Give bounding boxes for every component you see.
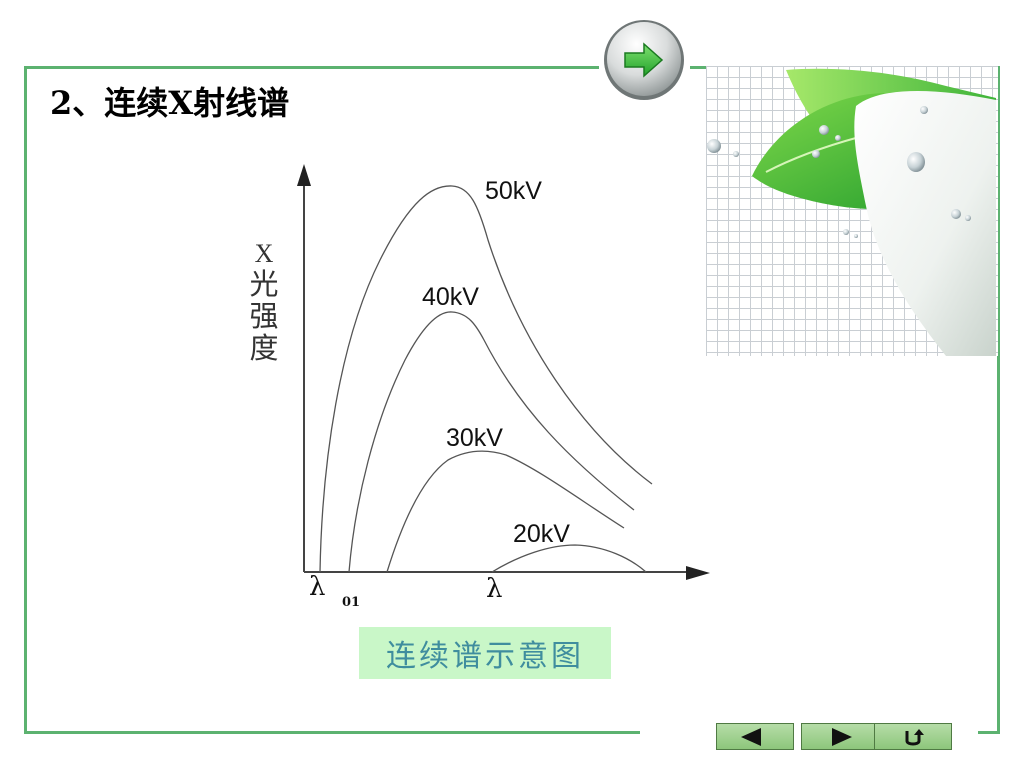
frame-top-left bbox=[24, 66, 599, 69]
green-arrow-right-icon bbox=[604, 20, 684, 100]
caption-box: 连续谱示意图 bbox=[359, 627, 611, 679]
curve-40kv bbox=[348, 311, 635, 573]
return-u-arrow-icon bbox=[905, 728, 924, 745]
x-axis-arrow-icon bbox=[686, 566, 710, 580]
series-label-50kv: 50kV bbox=[485, 177, 542, 205]
next-button[interactable] bbox=[801, 723, 879, 750]
x-label-lambda: λ bbox=[486, 574, 502, 604]
y-axis-label-char-4: 度 bbox=[249, 331, 278, 365]
frame-right bbox=[997, 66, 1000, 734]
curve-20kv bbox=[491, 544, 647, 573]
frame-bottom-right bbox=[978, 731, 1000, 734]
series-label-40kv: 40kV bbox=[422, 283, 479, 311]
series-label-20kv: 20kV bbox=[513, 520, 570, 548]
decorative-grid-panel bbox=[706, 66, 998, 356]
frame-left bbox=[24, 66, 27, 734]
curve-30kv bbox=[386, 450, 625, 573]
y-axis-label-char-2: 光 bbox=[249, 267, 278, 301]
x-label-lambda0: λ bbox=[309, 572, 325, 602]
diagram-caption: 连续谱示意图 bbox=[386, 639, 584, 674]
curve-50kv bbox=[319, 185, 653, 573]
slide-title: 2、连续X射线谱 bbox=[50, 84, 290, 122]
series-label-30kv: 30kV bbox=[446, 424, 503, 452]
y-axis-label-char-1: X bbox=[255, 239, 274, 268]
prev-button[interactable] bbox=[716, 723, 794, 750]
next-triangle-icon bbox=[832, 727, 852, 746]
y-axis-label-char-3: 强 bbox=[249, 299, 278, 333]
prev-triangle-icon bbox=[741, 727, 761, 746]
next-slide-button[interactable] bbox=[600, 18, 688, 106]
frame-bottom-left bbox=[24, 731, 640, 734]
x-label-subscript-01: 01 bbox=[342, 595, 360, 610]
leaf-illustration-icon bbox=[707, 68, 997, 356]
y-axis-arrow-icon bbox=[297, 164, 311, 186]
return-button[interactable] bbox=[874, 723, 952, 750]
